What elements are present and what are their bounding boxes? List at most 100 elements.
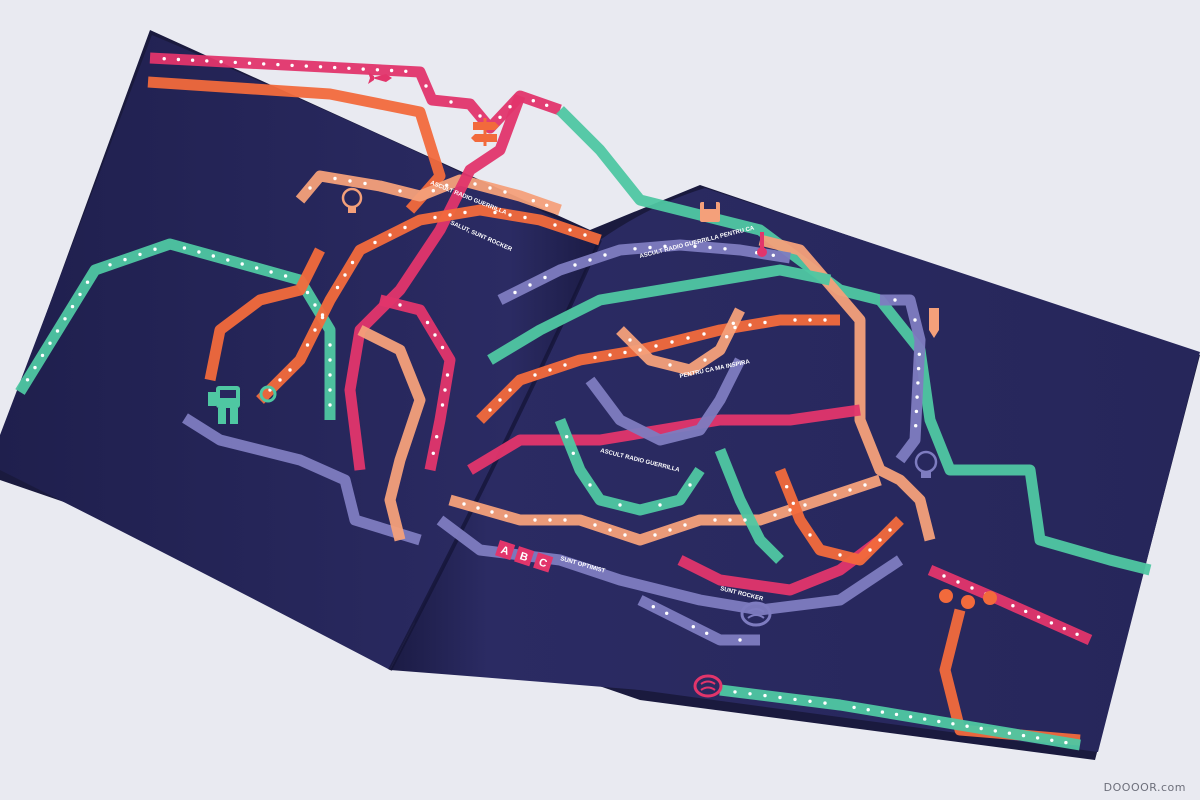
ribbon-dot xyxy=(335,285,340,290)
ribbon-dot xyxy=(313,303,317,307)
ribbon-dot xyxy=(937,719,941,724)
ribbon-dot xyxy=(565,435,569,439)
ribbon-dot xyxy=(1023,609,1028,614)
ribbon-dot xyxy=(445,373,450,377)
ribbon-dot xyxy=(533,518,537,522)
ribbon-dot xyxy=(278,378,282,382)
ribbon-path xyxy=(436,515,904,616)
ribbon-dot xyxy=(593,355,597,360)
ribbon-dot xyxy=(85,280,90,284)
ribbon-dot xyxy=(1011,604,1015,608)
ribbon-dot xyxy=(240,262,244,266)
ribbon-dot xyxy=(449,100,453,104)
bell-icon xyxy=(939,589,997,609)
ribbon-dot xyxy=(670,340,674,344)
ribbon-dot xyxy=(993,729,997,733)
ribbon-dot xyxy=(723,247,727,251)
ribbon-dot xyxy=(951,722,955,726)
ribbon-dot xyxy=(318,65,323,69)
ribbon-dot xyxy=(233,60,237,65)
ribbon-dot xyxy=(763,693,767,698)
ribbon-dot xyxy=(917,352,921,356)
ribbon-dot xyxy=(1021,733,1026,738)
ribbon-dot xyxy=(320,313,325,317)
ribbon-dot xyxy=(219,60,223,64)
ribbon-dot xyxy=(488,186,492,190)
ribbon-dot xyxy=(333,176,337,181)
abc-badge-c: C xyxy=(533,552,554,573)
ribbon-dot xyxy=(688,483,692,487)
ribbon-dot xyxy=(563,363,567,367)
ribbon-dot xyxy=(388,233,392,237)
ribbon-dot xyxy=(1075,632,1079,636)
ribbon-dot xyxy=(623,350,627,355)
ribbon-dot xyxy=(361,67,365,71)
spine-crease xyxy=(388,239,602,671)
ribbon-dot xyxy=(788,508,792,512)
ribbon-dot xyxy=(523,215,527,220)
ribbon-dot xyxy=(55,329,60,333)
ribbon-dot xyxy=(733,325,737,330)
ribbon-dot xyxy=(498,115,502,120)
ribbon-path xyxy=(585,357,745,446)
ribbon-dot xyxy=(658,503,662,507)
brain-icon xyxy=(693,674,723,698)
ribbon-dot xyxy=(288,368,292,372)
ribbon-path xyxy=(344,94,526,471)
ribbon-dot xyxy=(531,99,535,103)
ribbon-dot xyxy=(894,712,899,717)
ribbon-dot xyxy=(182,246,187,250)
svg-text:B: B xyxy=(518,550,529,564)
ribbon-dot xyxy=(328,388,332,392)
ribbon-dot xyxy=(328,403,332,407)
ribbon-dot xyxy=(923,717,927,721)
ribbon-dot xyxy=(1050,738,1054,742)
ribbon-dot xyxy=(778,695,782,700)
ribbon-dot xyxy=(708,245,712,250)
abc-badge-b: B xyxy=(514,546,535,567)
ribbon-dot xyxy=(440,403,445,407)
ribbon-dot xyxy=(404,69,408,74)
ribbon-dot xyxy=(713,518,717,522)
ribbon-dot xyxy=(668,528,672,532)
ribbon-dot xyxy=(668,363,672,367)
svg-text:C: C xyxy=(537,556,548,570)
ribbon-dot xyxy=(748,323,752,327)
ribbon-dot xyxy=(880,710,885,714)
ribbon-dot xyxy=(40,353,45,358)
ribbon-dot xyxy=(748,692,752,696)
ribbon-path xyxy=(204,247,325,382)
ribbon-dot xyxy=(866,708,870,712)
ribbon-dot xyxy=(583,233,587,237)
ribbon-dot xyxy=(343,273,347,277)
ribbon-path xyxy=(927,564,1093,646)
ribbon-dot xyxy=(283,274,288,278)
ribbon-dot xyxy=(956,580,960,584)
ribbon-dot xyxy=(398,189,402,193)
ribbon-dot xyxy=(965,724,969,728)
ribbon-dot xyxy=(648,245,652,250)
ribbon-dot xyxy=(493,210,497,215)
ribbon-dot xyxy=(205,59,209,63)
ribbon-dot xyxy=(728,518,732,522)
ribbon-dot xyxy=(508,388,512,392)
ribbon-path xyxy=(714,447,784,564)
ribbon-dot xyxy=(651,605,655,609)
ribbon-dot xyxy=(503,190,507,194)
ribbon-path xyxy=(467,404,861,475)
ribbon-dot xyxy=(425,320,430,325)
ribbon-dot xyxy=(738,638,742,642)
ribbon-dot xyxy=(1062,626,1067,631)
ribbon-dot xyxy=(463,210,467,215)
ribbon-dot xyxy=(478,114,482,118)
ribbon-dot xyxy=(276,62,280,67)
ribbon-dot xyxy=(683,523,687,527)
ribbon-dot xyxy=(916,366,921,371)
ribbon-dot xyxy=(320,315,325,320)
ribbon-dot xyxy=(513,290,517,295)
ribbon-dot xyxy=(833,493,837,497)
ribbon-dot xyxy=(1007,731,1012,735)
ribbon-dot xyxy=(852,705,856,710)
ribbon-map xyxy=(15,52,1152,751)
